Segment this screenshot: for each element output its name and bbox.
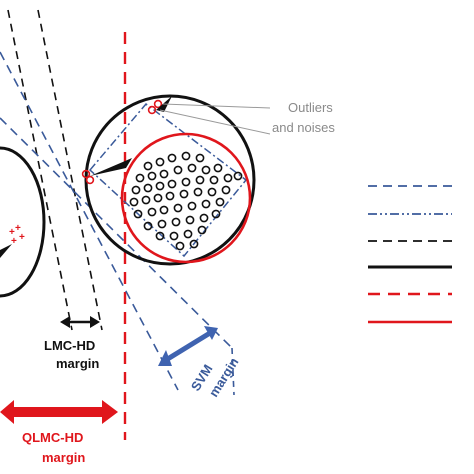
qlmc-label-line1: QLMC-HD	[22, 430, 83, 445]
left-hypersphere	[0, 146, 46, 298]
svm-margin-arrow-head-start	[158, 350, 172, 366]
qlmc-margin-arrow-head-right	[102, 400, 118, 424]
lmc-margin-arrow-head-left	[60, 316, 70, 328]
red-hypersphere	[120, 132, 252, 264]
qlmc-margin-arrow-head-left	[0, 400, 14, 424]
svg-text:+: +	[19, 232, 25, 243]
outlier-leader-bottom	[159, 109, 271, 135]
lmc-margin-arrow-head-right	[90, 316, 100, 328]
svg-text:+: +	[9, 227, 15, 238]
blue-dash-dot-boundary	[88, 102, 248, 258]
lmc-margin-line-right	[37, 9, 103, 331]
lmc-label-line2: margin	[56, 356, 99, 371]
svm-margin-arrow-head-end	[204, 326, 218, 340]
outlier-leader-top	[162, 103, 271, 109]
outliers-label-line1: Outliers	[288, 100, 333, 115]
svg-text:+: +	[15, 223, 21, 234]
lmc-label-line1: LMC-HD	[44, 338, 95, 353]
left-positive-points: ++++	[9, 223, 25, 247]
outliers-label-line2: and noises	[272, 120, 335, 135]
outlier-points	[81, 99, 163, 185]
data-points	[129, 151, 243, 251]
pointer-wedge-left	[90, 158, 132, 176]
svm-margin-line-right	[231, 347, 235, 396]
black-hypersphere	[84, 94, 256, 266]
left-pointer	[0, 244, 12, 258]
svm-label-line2: margin	[206, 355, 242, 400]
qlmc-label-line2: margin	[42, 450, 85, 465]
legend	[368, 185, 452, 324]
svg-text:+: +	[11, 236, 17, 247]
svm-margin-line-inner	[0, 117, 233, 349]
lmc-margin-line-left	[7, 9, 73, 331]
svm-margin-line-outer	[0, 51, 179, 391]
svm-margin-arrow-shaft	[164, 330, 212, 363]
